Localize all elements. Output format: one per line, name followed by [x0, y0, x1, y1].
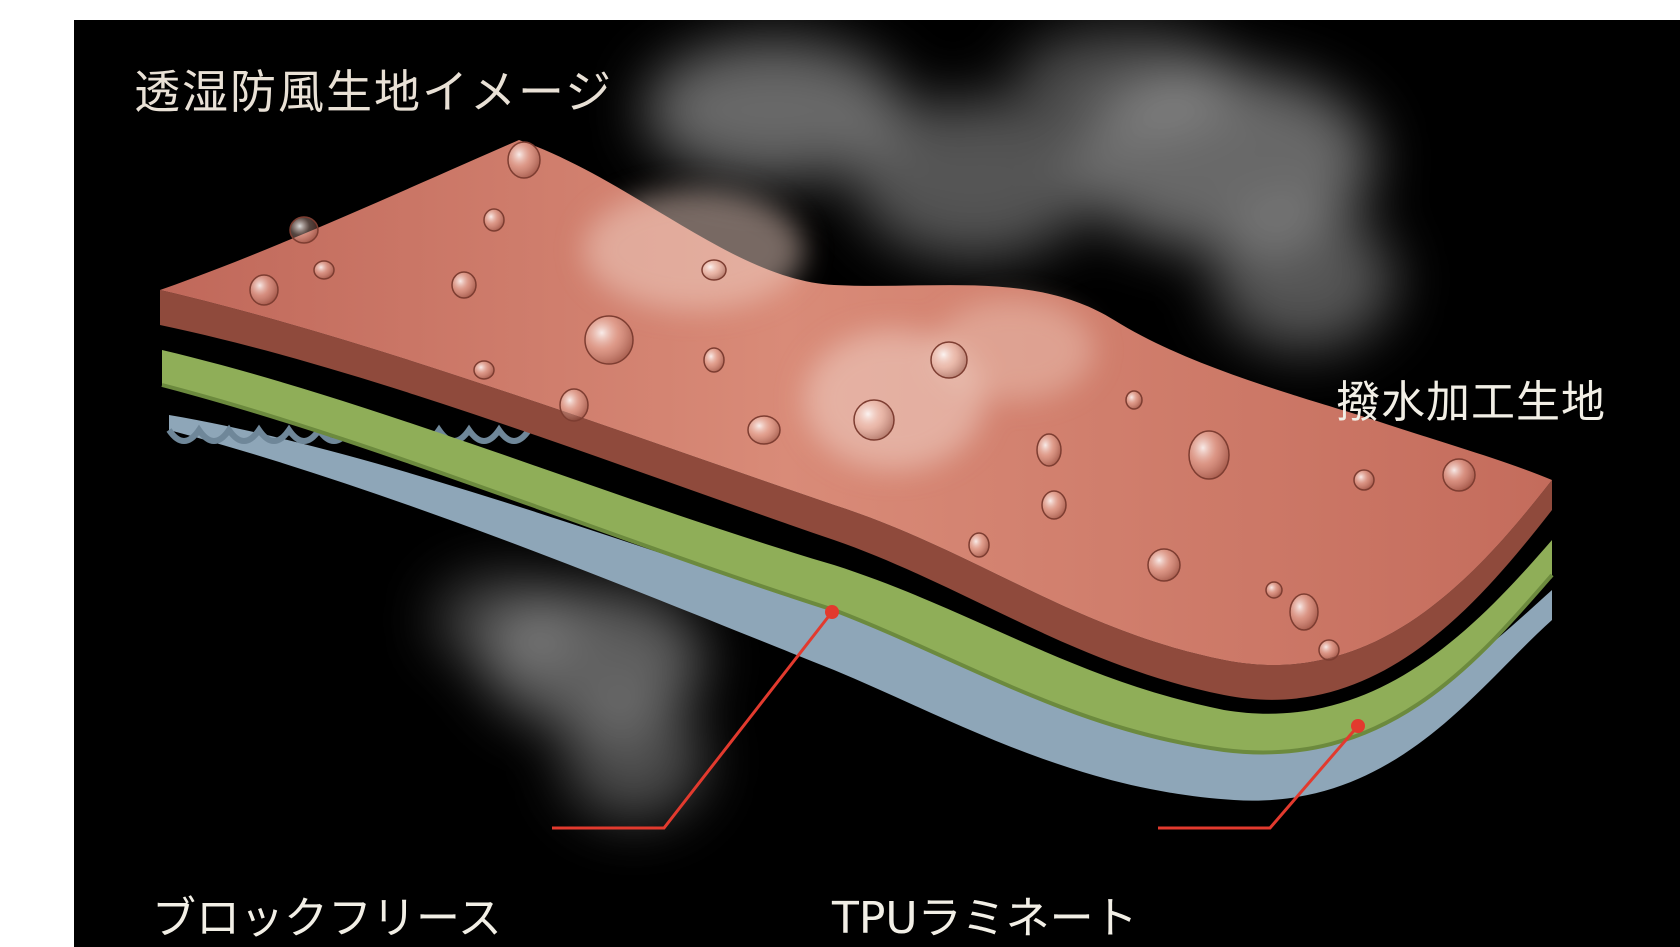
water-repellent-label: 撥水加工生地: [1336, 366, 1606, 430]
fabric-layer-illustration: [74, 20, 1680, 947]
diagram-title: 透湿防風生地イメージ: [134, 56, 613, 122]
tpu-leader-dot: [1351, 719, 1365, 733]
block-fleece-label: ブロックフリース: [152, 882, 502, 946]
fleece-leader-dot: [825, 605, 839, 619]
tpu-laminate-label: TPUラミネート: [832, 882, 1138, 946]
diagram-panel: 透湿防風生地イメージ 撥水加工生地 ブロックフリース TPUラミネート: [74, 20, 1680, 947]
